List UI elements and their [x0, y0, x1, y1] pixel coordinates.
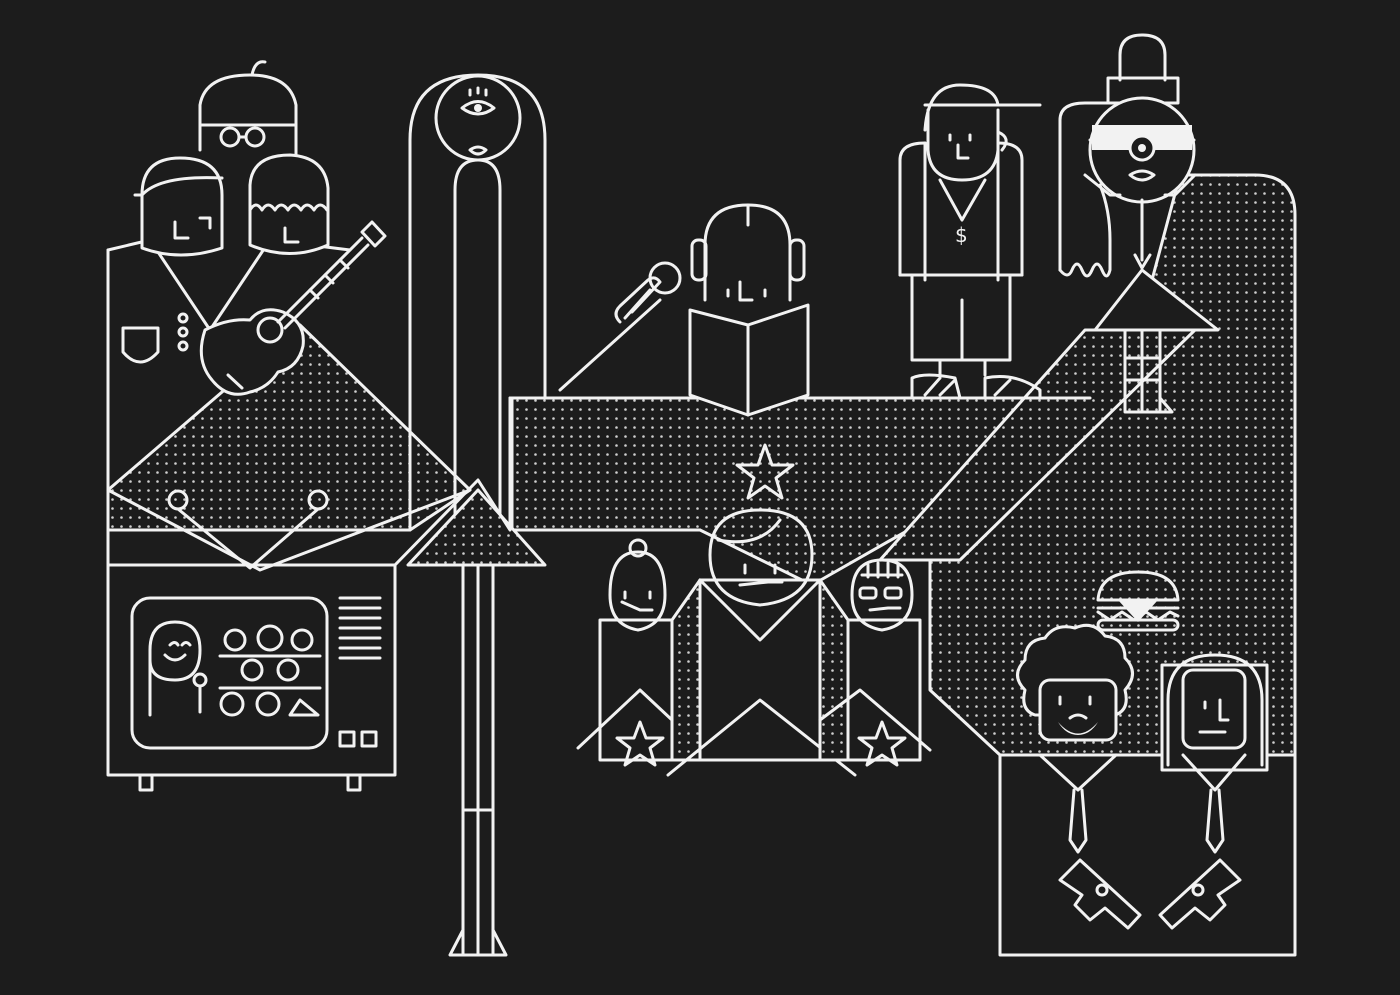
television [106, 563, 397, 792]
dollar-icon: $ [955, 223, 968, 247]
afro-figure [1016, 623, 1134, 854]
reader-figure [688, 203, 810, 417]
backup-singer-left [576, 538, 702, 767]
star-icon-top [735, 443, 795, 500]
guitar-icon [199, 220, 387, 396]
gangsters [998, 623, 1297, 957]
long-hair-figure [1166, 653, 1264, 854]
tall-cyclops-figure [393, 73, 547, 957]
rapper-figure: $ [898, 83, 1042, 400]
gun-icon-left [1058, 858, 1142, 930]
microphone-icon [614, 261, 682, 324]
backup-singer-right [818, 558, 932, 767]
gun-icon-right [1158, 858, 1242, 930]
lead-singer [666, 508, 857, 777]
band-head-left [133, 156, 224, 257]
dotted-stage [106, 173, 1297, 757]
band-head-curly [248, 153, 330, 255]
burger-icon [1096, 570, 1180, 632]
band-head-glasses [198, 60, 298, 182]
cyclops-girl-figure [1058, 33, 1220, 414]
